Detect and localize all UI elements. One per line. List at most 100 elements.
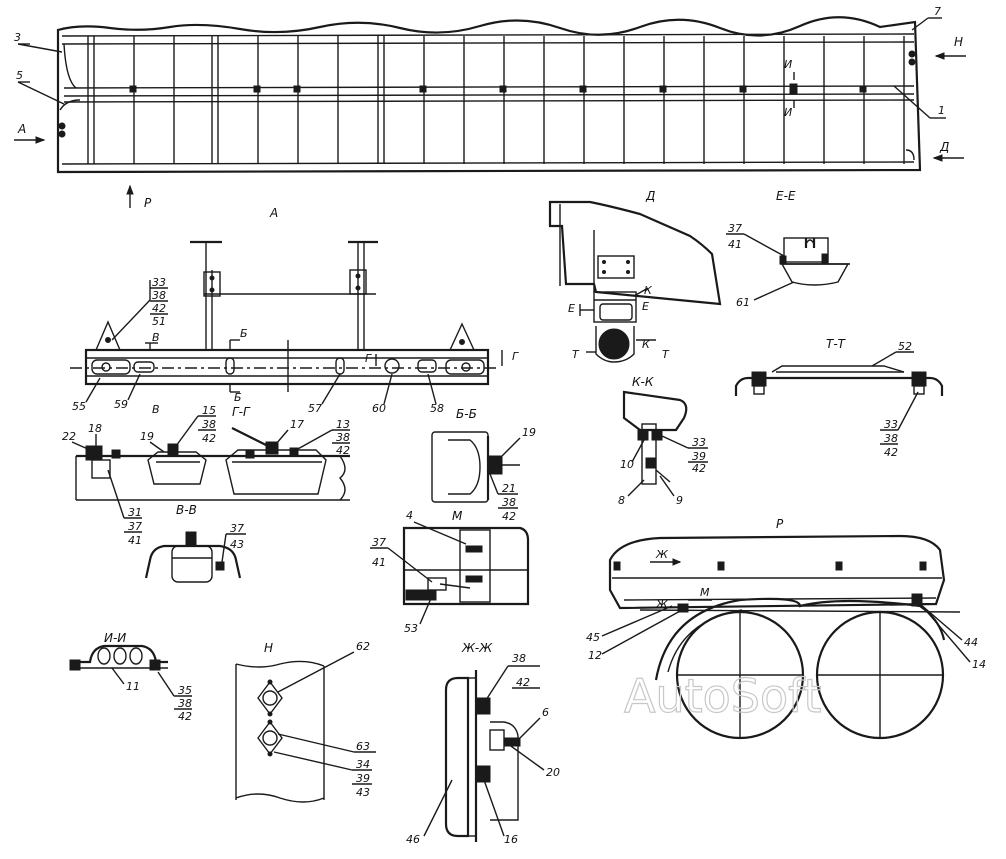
stack-tt-2: 38 xyxy=(884,432,898,445)
view-title-TT: Т-Т xyxy=(826,337,847,351)
stack-ii-3: 42 xyxy=(178,710,192,723)
stack-ee-1: 37 xyxy=(728,222,742,235)
stack-a-3: 42 xyxy=(152,302,166,315)
view-title-A: A xyxy=(269,206,278,220)
stack-ii-1: 35 xyxy=(178,684,192,697)
stack-bb-3: 42 xyxy=(502,510,516,523)
callout-1: 1 xyxy=(938,104,945,117)
view-N: Н xyxy=(235,641,325,803)
callout-53: 53 xyxy=(404,622,418,635)
stack-31-1: 31 xyxy=(128,506,142,519)
stack-m-2: 41 xyxy=(372,556,386,569)
trailer-plan-view xyxy=(56,16,922,174)
stack-a-2: 38 xyxy=(152,289,166,302)
section-mark-V-bottom: В xyxy=(152,403,160,416)
callout-46: 46 xyxy=(406,833,420,846)
stack-a-4: 51 xyxy=(152,315,166,328)
stack-m-1: 37 xyxy=(372,536,386,549)
view-title-EE: Е-Е xyxy=(776,189,796,203)
view-M-callouts: 4 37 41 53 xyxy=(370,509,467,635)
callout-4: 4 xyxy=(406,509,413,522)
view-title-BB: Б-Б xyxy=(456,407,477,421)
section-mark-M: М xyxy=(700,586,710,599)
callout-3: 3 xyxy=(14,31,21,44)
stack-ee-2: 41 xyxy=(728,238,742,251)
section-KK: К-К xyxy=(622,375,688,485)
callout-58: 58 xyxy=(430,402,444,415)
callout-16: 16 xyxy=(504,833,518,846)
view-D-marks: Е Е К К Т Т xyxy=(568,284,670,361)
callout-5: 5 xyxy=(16,69,23,82)
lamp-mounts xyxy=(129,83,867,95)
section-TT-callouts: 52 33 38 42 xyxy=(871,340,919,459)
callout-11: 11 xyxy=(126,680,140,693)
callout-57: 57 xyxy=(308,402,322,415)
stack-tt-3: 42 xyxy=(884,446,898,459)
view-R-callouts: Ж М Ж 45 12 44 14 xyxy=(586,548,986,671)
stack-15-2: 38 xyxy=(202,418,216,431)
view-title-GG: Г-Г xyxy=(232,405,251,419)
section-mark-T-left: Т xyxy=(572,348,580,361)
section-EE-callouts: 37 41 61 xyxy=(726,222,795,309)
section-KK-callouts: 33 39 42 10 8 9 xyxy=(618,435,708,507)
section-mark-K-top: К xyxy=(644,284,653,297)
section-mark-Zh-2: Ж xyxy=(655,598,669,611)
callout-20: 20 xyxy=(546,766,560,779)
stack-n-1: 34 xyxy=(356,758,370,771)
section-EE: Е-Е xyxy=(776,189,850,286)
section-mark-E-right: Е xyxy=(642,300,649,313)
stack-n-3: 43 xyxy=(356,786,370,799)
view-M: М xyxy=(402,509,530,606)
stack-vv-1: 37 xyxy=(230,522,244,535)
section-VV: В-В xyxy=(144,503,242,583)
view-arrow-D: Д xyxy=(939,140,949,154)
section-GG-callouts: 22 18 19 15 38 42 17 13 38 42 31 37 41 xyxy=(62,404,350,547)
watermark: AutoSoft xyxy=(624,669,822,723)
section-mark-Zh: Ж xyxy=(655,548,669,561)
section-II-callouts: 11 35 38 42 xyxy=(111,667,192,723)
section-mark-I-top: И xyxy=(784,58,792,71)
stack-zz-1: 38 xyxy=(512,652,526,665)
callout-60: 60 xyxy=(372,402,386,415)
callout-9: 9 xyxy=(676,494,683,507)
section-mark-B-top: Б xyxy=(240,327,248,340)
callout-19-bb: 19 xyxy=(522,426,536,439)
section-mark-K-bottom: К xyxy=(642,338,651,351)
callout-10: 10 xyxy=(620,458,634,471)
stack-bb-2: 38 xyxy=(502,496,516,509)
section-ZhZh: Ж-Ж xyxy=(444,641,521,842)
view-title-N: Н xyxy=(264,641,273,655)
view-D: Д xyxy=(548,189,722,363)
stack-bb-1: 21 xyxy=(502,482,516,495)
cross-members xyxy=(87,36,905,164)
stack-kk-2: 39 xyxy=(692,450,706,463)
stack-n-2: 39 xyxy=(356,772,370,785)
view-A: A В В Б Б xyxy=(70,206,519,416)
callout-7: 7 xyxy=(934,5,941,18)
section-mark-I-bottom: И xyxy=(784,106,792,119)
stack-kk-1: 33 xyxy=(692,436,706,449)
callout-14: 14 xyxy=(972,658,986,671)
stack-13-3: 42 xyxy=(336,444,350,457)
callout-12: 12 xyxy=(588,649,602,662)
callout-59: 59 xyxy=(114,398,128,411)
stack-kk-3: 42 xyxy=(692,462,706,475)
stack-31-2: 37 xyxy=(128,520,142,533)
section-VV-callouts: 37 43 xyxy=(221,522,246,563)
section-mark-B-bottom: Б xyxy=(234,391,242,404)
callout-17: 17 xyxy=(290,418,304,431)
callout-63: 63 xyxy=(356,740,370,753)
view-title-ZhZh: Ж-Ж xyxy=(461,641,493,655)
callout-45: 45 xyxy=(586,631,600,644)
stack-13-2: 38 xyxy=(336,431,350,444)
section-II: И-И xyxy=(69,631,168,671)
view-N-callouts: 62 63 34 39 43 xyxy=(273,640,376,799)
stack-ii-2: 38 xyxy=(178,697,192,710)
view-title-II: И-И xyxy=(104,631,126,645)
section-BB-callouts: 19 21 38 42 xyxy=(489,426,536,523)
section-mark-E-left: Е xyxy=(568,302,575,315)
view-title-D: Д xyxy=(645,189,655,203)
section-mark-G: Г xyxy=(512,350,519,363)
